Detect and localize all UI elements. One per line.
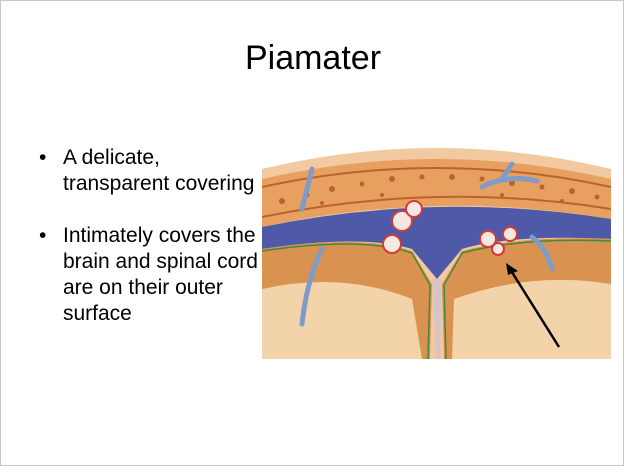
arrow-line [508,268,561,348]
falx-cerebri [432,279,442,359]
slide-title: Piamater [244,39,382,77]
bullet-marker: • [39,146,47,169]
white-matter-left [262,281,422,359]
bullet-item: • Intimately covers the brain and spinal… [37,223,262,327]
white-matter-right [452,279,611,359]
pia-mater-left [262,243,431,359]
bullet-text: A delicate, transparent covering [63,146,255,195]
skull-bone [262,159,611,227]
bullet-marker: • [39,224,47,247]
bullet-item: • A delicate, transparent covering [37,145,262,197]
bone-marrow-dots [279,174,600,205]
meninges-illustration-svg [262,148,611,359]
arrow-head [506,263,518,275]
meninges-illustration [262,139,611,359]
bullet-list: • A delicate, transparent covering • Int… [37,145,262,353]
superior-sagittal-sinus [262,206,611,279]
skull-bone-line [262,195,611,218]
bullet-text: Intimately covers the brain and spinal c… [63,224,258,325]
pia-mater-right [443,239,611,359]
cerebral-veins [299,161,555,327]
arachnoid-granulations [382,200,518,256]
